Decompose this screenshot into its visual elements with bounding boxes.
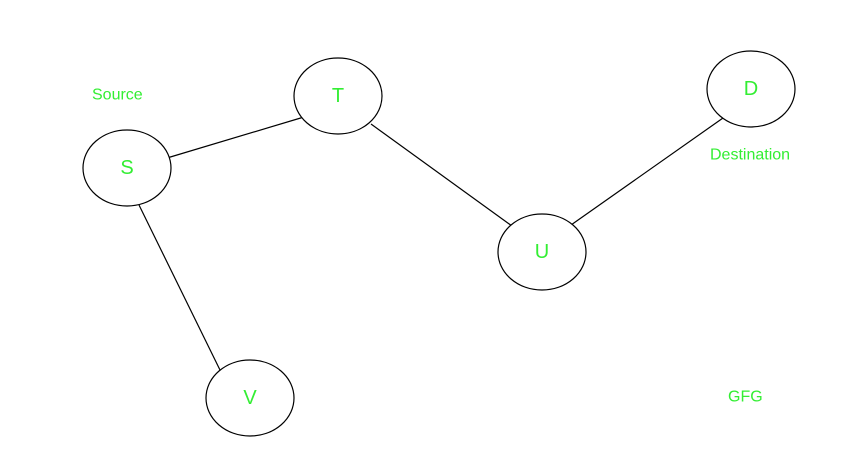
node-v-label: V bbox=[243, 387, 257, 409]
node-u: U bbox=[497, 213, 587, 291]
node-d-label: D bbox=[744, 78, 758, 100]
edge-s-v bbox=[138, 204, 221, 371]
node-t-label: T bbox=[332, 85, 344, 107]
node-t: T bbox=[293, 57, 383, 135]
edge-u-d bbox=[570, 117, 724, 226]
node-u-label: U bbox=[535, 241, 549, 263]
edge-t-u bbox=[370, 123, 513, 227]
node-d: D bbox=[706, 50, 796, 128]
node-s-label: S bbox=[120, 157, 133, 179]
source-label: Source bbox=[92, 87, 143, 104]
gfg-watermark: GFG bbox=[728, 389, 763, 406]
node-s: S bbox=[82, 129, 172, 207]
node-v: V bbox=[205, 359, 295, 437]
edge-s-t bbox=[166, 116, 305, 159]
destination-label: Destination bbox=[710, 147, 790, 164]
